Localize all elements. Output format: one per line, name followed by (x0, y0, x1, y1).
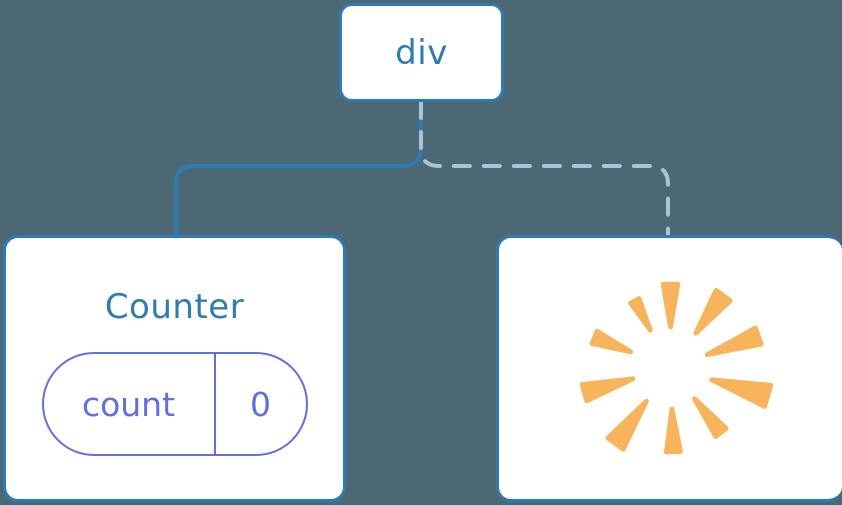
sparkle-burst-icon (579, 281, 774, 455)
node-sparkle[interactable] (496, 235, 842, 502)
sparkle-ray-7 (579, 376, 636, 404)
node-counter-label: Counter (104, 287, 245, 327)
sparkle-ray-1 (693, 287, 733, 336)
sparkle-ray-6 (605, 398, 649, 452)
edge-div-to-sparkle (419, 100, 670, 238)
state-pill-count[interactable]: count 0 (41, 352, 308, 456)
sparkle-ray-3 (709, 377, 774, 409)
node-counter[interactable]: Counter count 0 (3, 235, 346, 502)
state-pill-divider (213, 354, 216, 454)
sparkle-ray-4 (692, 396, 729, 439)
sparkle-ray-9 (628, 296, 653, 333)
node-div-label: div (395, 32, 448, 73)
sparkle-ray-0 (660, 281, 681, 330)
state-value-label: 0 (250, 384, 271, 424)
sparkle-ray-2 (704, 325, 764, 358)
node-div[interactable]: div (339, 3, 504, 102)
edge-div-to-counter (174, 100, 423, 238)
sparkle-ray-8 (589, 328, 634, 355)
state-key-label: count (81, 384, 176, 424)
sparkle-ray-5 (663, 406, 683, 455)
